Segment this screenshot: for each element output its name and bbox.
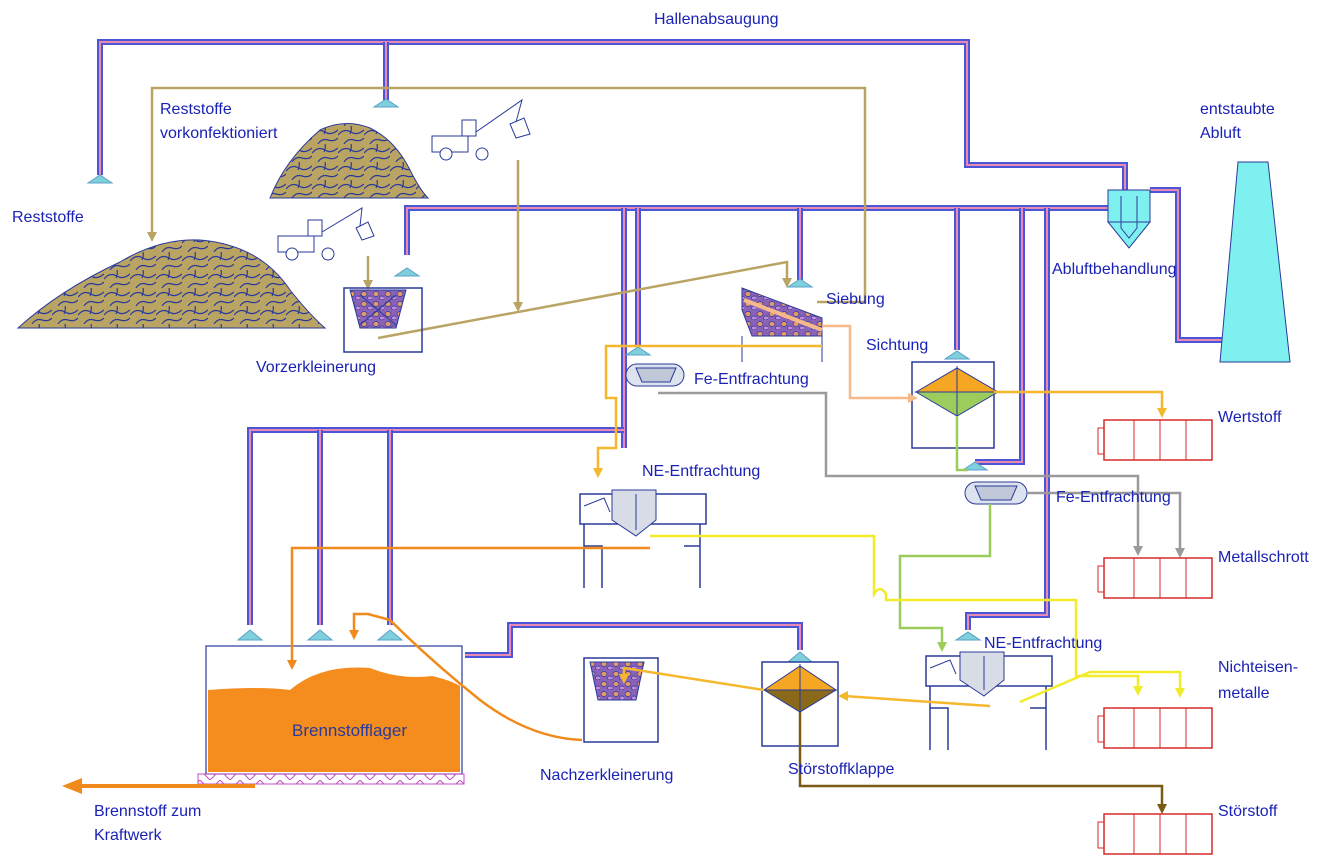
pre-shredder bbox=[343, 287, 423, 353]
label-nichteisen-2: metalle bbox=[1218, 685, 1270, 702]
residue-pile-large bbox=[16, 239, 327, 329]
eddy-current-separator-2 bbox=[925, 651, 1053, 750]
residue-pile-preconfigured bbox=[269, 123, 430, 199]
magnet-separator-2 bbox=[964, 481, 1028, 505]
label-fe-entfrachtung-1: Fe-Entfrachtung bbox=[694, 371, 809, 388]
label-siebung: Siebung bbox=[826, 291, 885, 308]
label-reststoffe-vor-1: Reststoffe bbox=[160, 101, 232, 118]
label-stoerstoff: Störstoff bbox=[1218, 803, 1278, 820]
label-ne-entfrachtung-2: NE-Entfrachtung bbox=[984, 635, 1102, 652]
post-shredder bbox=[583, 657, 659, 743]
label-nichteisen-1: Nichteisen- bbox=[1218, 659, 1298, 676]
label-fe-entfrachtung-2: Fe-Entfrachtung bbox=[1056, 489, 1171, 506]
extraction-hoods bbox=[86, 98, 989, 663]
hall-extraction-ducts bbox=[97, 39, 1222, 658]
label-vorzerkleinerung: Vorzerkleinerung bbox=[256, 359, 376, 376]
eddy-current-separator-1 bbox=[579, 489, 707, 588]
container-metallschrott bbox=[1097, 557, 1213, 599]
label-wertstoff: Wertstoff bbox=[1218, 409, 1282, 426]
label-entstaubte-2: Abluft bbox=[1200, 125, 1241, 142]
feed-material-lines bbox=[147, 86, 867, 340]
label-ne-entfrachtung-1: NE-Entfrachtung bbox=[642, 463, 760, 480]
container-nichteisen bbox=[1097, 707, 1213, 749]
fuel-output-arrow bbox=[62, 778, 255, 794]
label-brennstoff-1: Brennstoff zum bbox=[94, 803, 201, 820]
label-brennstofflager: Brennstofflager bbox=[292, 721, 407, 740]
label-sichtung: Sichtung bbox=[866, 337, 928, 354]
label-metallschrott: Metallschrott bbox=[1218, 549, 1309, 566]
label-stoerstoffklappe: Störstoffklappe bbox=[788, 761, 895, 778]
label-reststoffe-vor-2: vorkonfektioniert bbox=[160, 125, 278, 142]
label-reststoffe: Reststoffe bbox=[12, 209, 84, 226]
magnet-separator-1 bbox=[625, 363, 685, 387]
label-nachzerkleinerung: Nachzerkleinerung bbox=[540, 767, 673, 784]
air-classifier-sichtung bbox=[911, 361, 1000, 449]
container-wertstoff bbox=[1097, 419, 1213, 461]
exhaust-stack bbox=[1219, 161, 1291, 363]
exhaust-treatment-unit bbox=[1106, 189, 1152, 249]
wheel-loader-upper bbox=[431, 98, 531, 161]
label-hallenabsaugung: Hallenabsaugung bbox=[654, 11, 779, 28]
label-brennstoff-2: Kraftwerk bbox=[94, 827, 163, 844]
screen-siebung bbox=[741, 287, 823, 362]
wheel-loader-lower bbox=[277, 207, 375, 261]
label-entstaubte-1: entstaubte bbox=[1200, 101, 1275, 118]
container-stoerstoff bbox=[1097, 813, 1213, 855]
label-abluftbehandlung: Abluftbehandlung bbox=[1052, 261, 1177, 278]
fuel-storage bbox=[197, 645, 465, 785]
